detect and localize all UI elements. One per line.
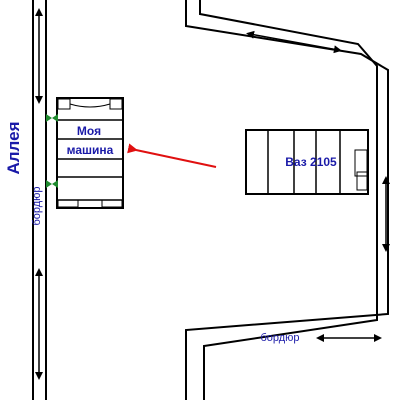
curb-bottom-label: бордюр — [260, 332, 299, 344]
other-car-label: Ваз 2105 — [285, 155, 337, 169]
curb-left-label: бордюр — [31, 186, 43, 225]
marker-bottom-icon — [46, 180, 58, 188]
pointer-arrow — [127, 143, 217, 168]
road-top-outer — [185, 0, 389, 400]
other-car — [245, 129, 369, 195]
my-car-label-line2: машина — [67, 143, 114, 157]
alley-label: Аллея — [4, 121, 23, 174]
road-top-double-arrow — [246, 30, 342, 54]
marker-top-icon — [46, 114, 58, 122]
my-car-label-line1: Моя — [77, 124, 101, 138]
road-top-inner — [199, 0, 378, 400]
my-car — [56, 97, 124, 209]
